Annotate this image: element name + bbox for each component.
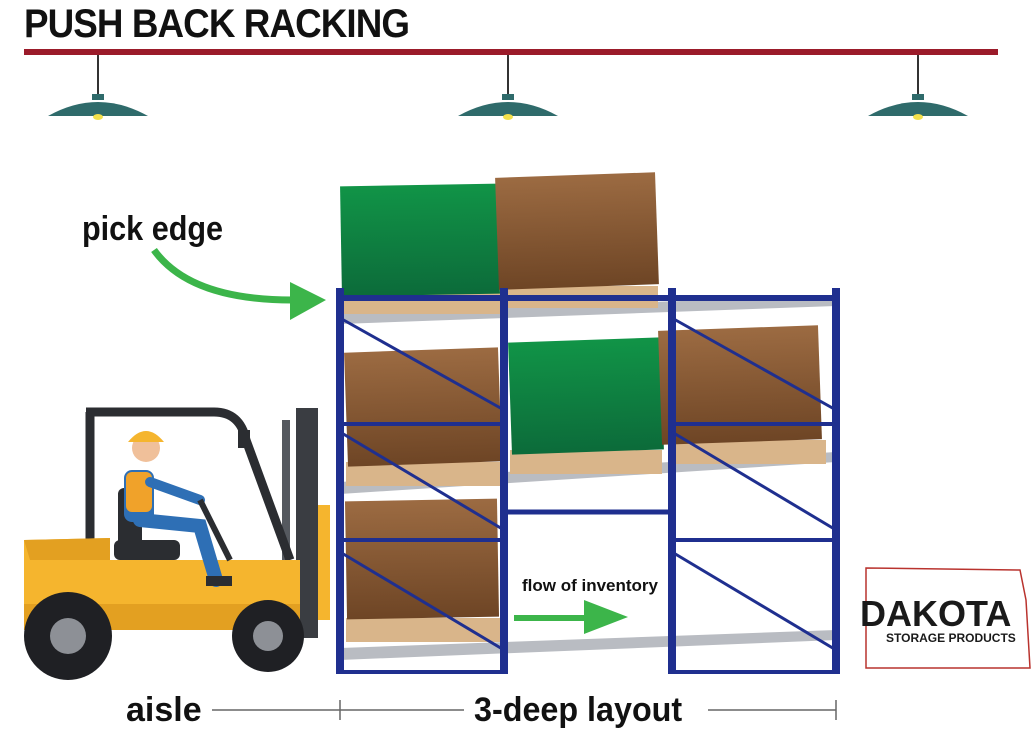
logo-subtitle: STORAGE PRODUCTS <box>886 631 1016 645</box>
rack-frame <box>336 288 840 674</box>
layout-label: 3-deep layout <box>474 691 682 729</box>
dakota-logo: DAKOTA STORAGE PRODUCTS <box>860 567 1031 669</box>
pallet-box-icon <box>340 183 500 314</box>
pendant-lamp-icon <box>48 55 148 120</box>
arrow-icon <box>514 600 628 634</box>
pallet-box-icon <box>508 337 664 474</box>
pallet-box-icon <box>344 347 502 486</box>
pick-edge-label: pick edge <box>82 210 223 248</box>
pendant-lamp-icon <box>458 55 558 120</box>
logo-name: DAKOTA <box>860 593 1011 634</box>
arrow-icon <box>151 247 326 320</box>
flow-label: flow of inventory <box>522 576 659 595</box>
pallet-box-icon <box>495 172 659 308</box>
pallet-box-icon <box>344 498 500 642</box>
forklift-icon <box>24 407 330 680</box>
title-rule <box>24 49 998 55</box>
aisle-label: aisle <box>126 691 202 729</box>
pallet-box-icon <box>658 325 826 464</box>
pendant-lamp-icon <box>868 55 968 120</box>
dimension-lines <box>212 700 837 720</box>
page-title: PUSH BACK RACKING <box>24 2 410 46</box>
